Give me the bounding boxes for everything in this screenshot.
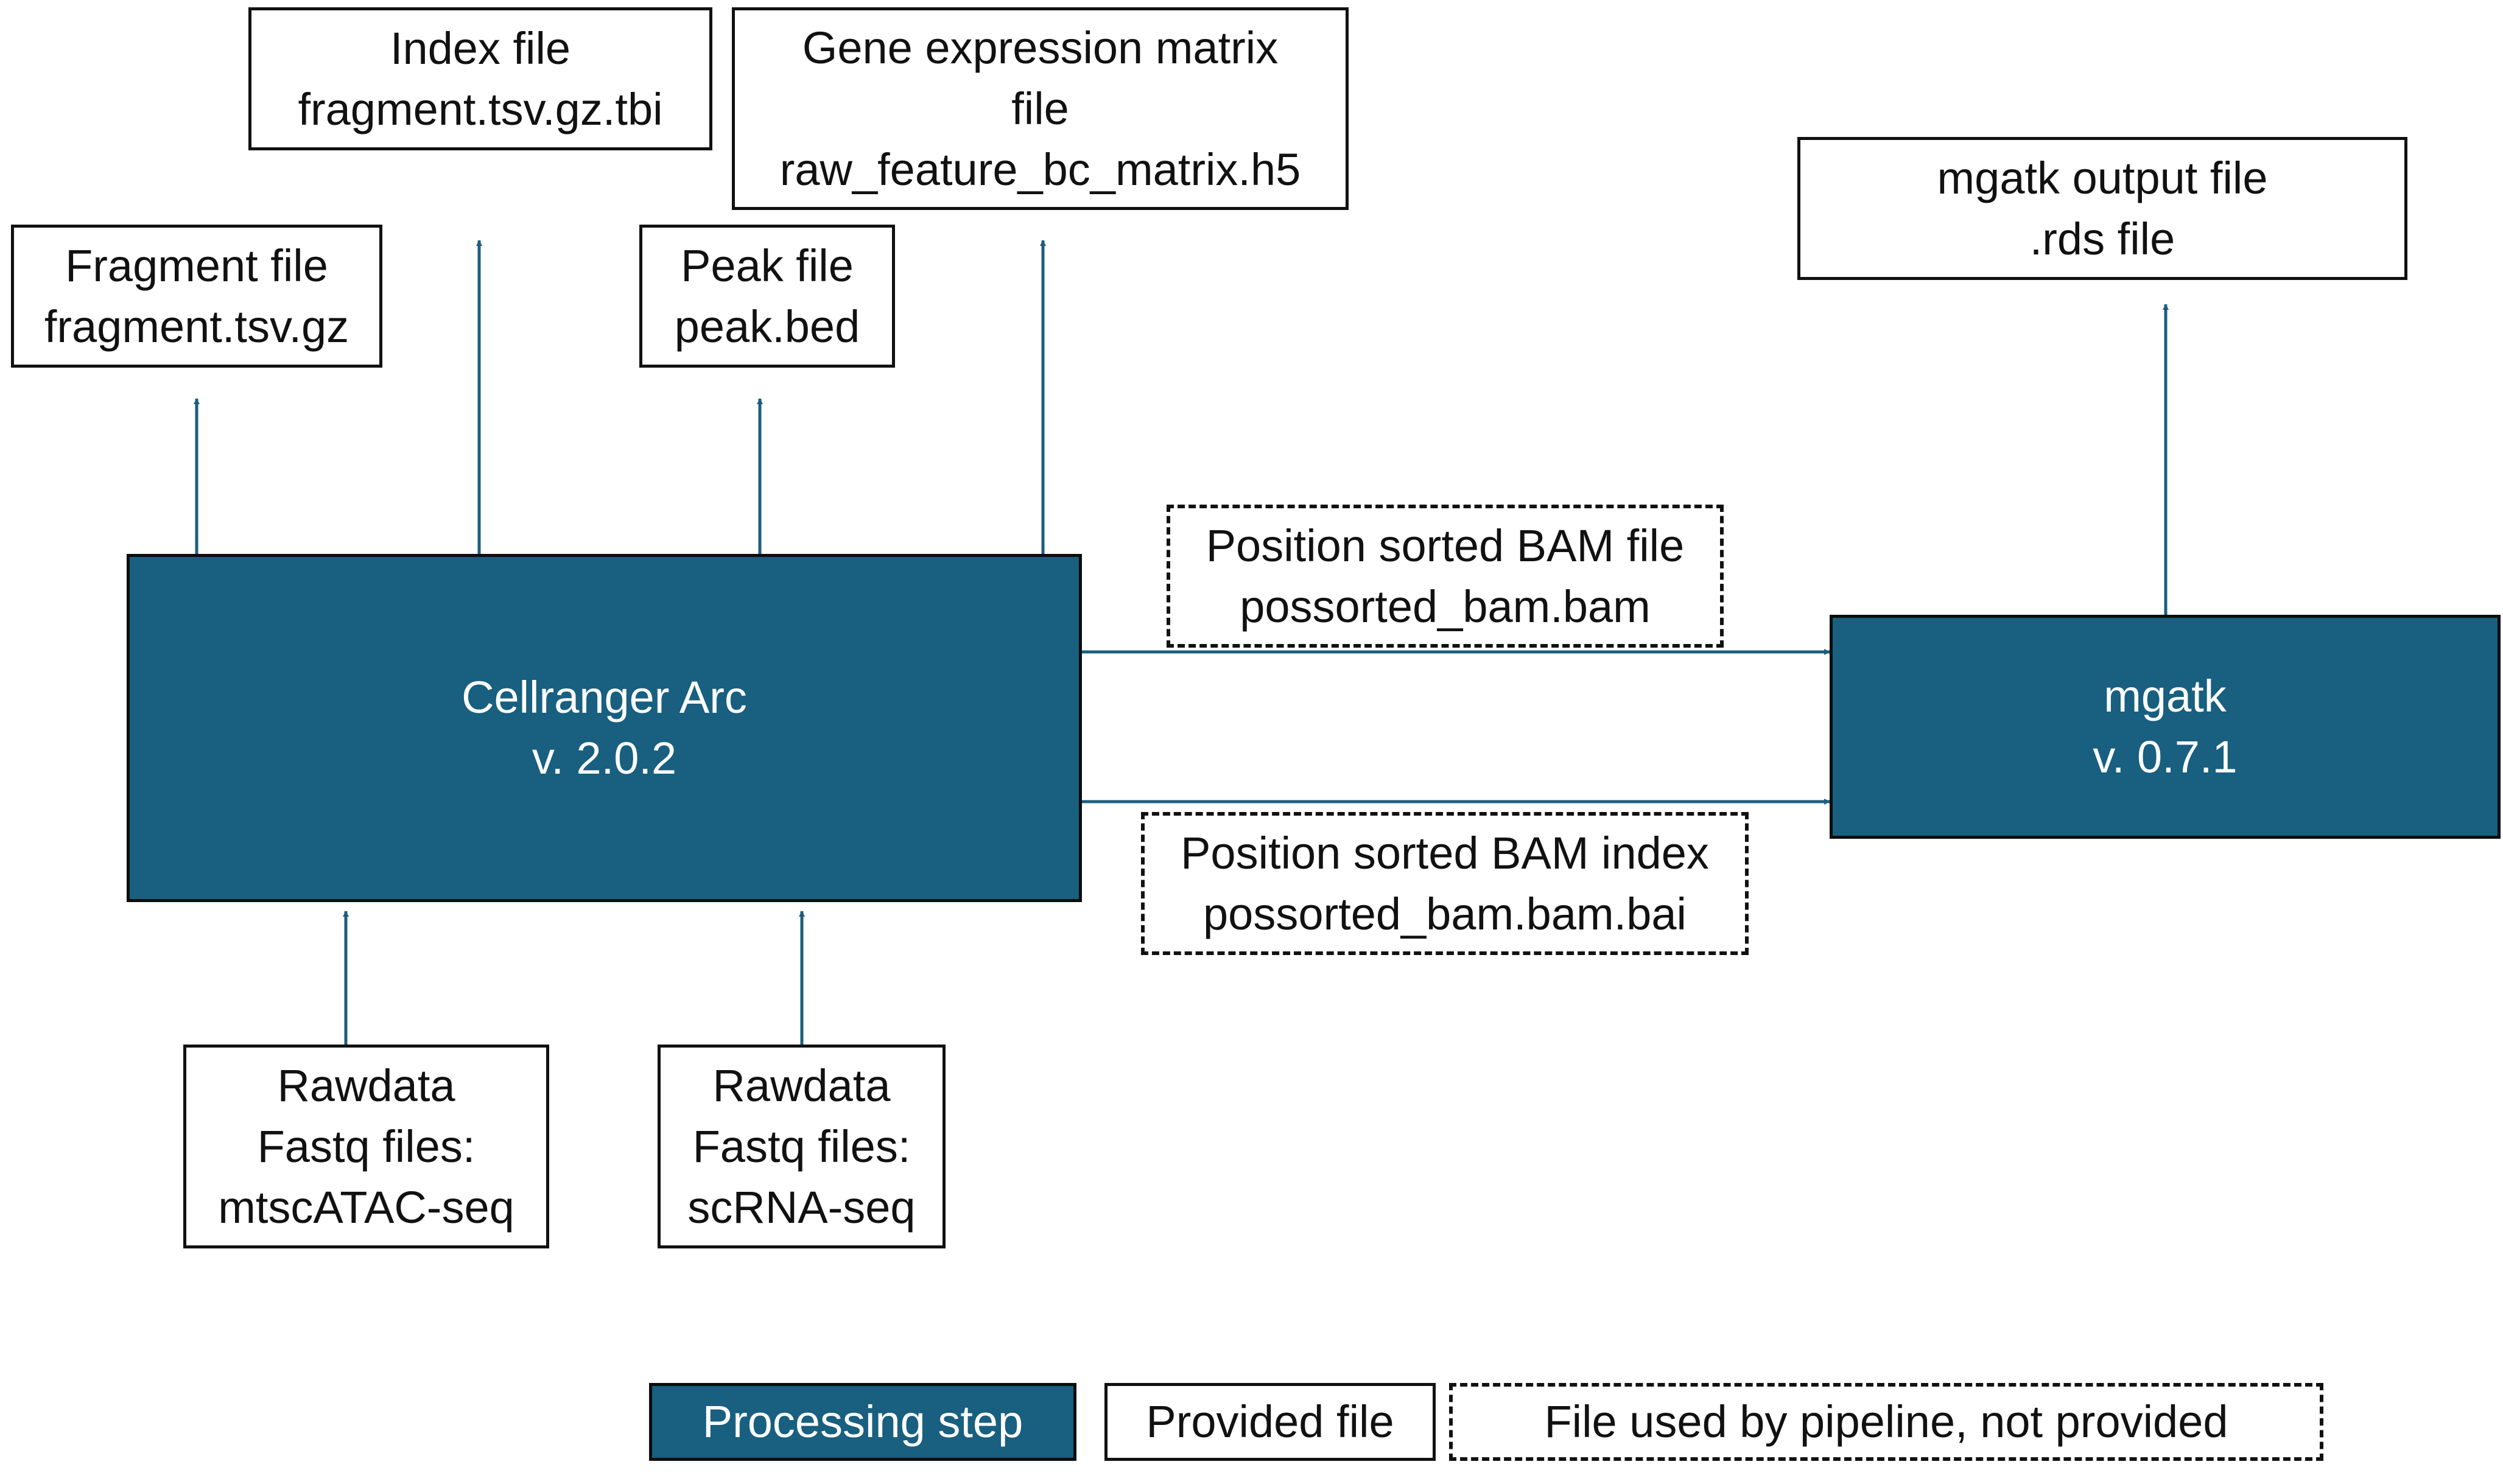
index-file-title: Index file [390,23,571,74]
gene-expression-box: Gene expression matrix file raw_feature_… [732,7,1349,210]
gene-expression-name: raw_feature_bc_matrix.h5 [779,144,1301,195]
peak-file-name: peak.bed [674,301,860,352]
bam-file-box: Position sorted BAM file possorted_bam.b… [1167,505,1724,648]
legend-provided-label: Provided file [1146,1396,1394,1447]
legend-not-provided: File used by pipeline, not provided [1449,1383,2323,1461]
bam-file-name: possorted_bam.bam [1240,581,1651,632]
legend-provided-file: Provided file [1104,1383,1436,1461]
legend-processing-step: Processing step [649,1383,1076,1461]
rawdata-atac-box: Rawdata Fastq files: mtscATAC-seq [183,1045,549,1248]
mgatk-version: v. 0.7.1 [2093,732,2238,782]
fragment-file-box: Fragment file fragment.tsv.gz [11,225,382,368]
bam-index-box: Position sorted BAM index possorted_bam.… [1141,812,1749,955]
rawdata-atac-type: mtscATAC-seq [218,1181,514,1233]
rawdata-atac-subtitle: Fastq files: [257,1121,476,1172]
bam-index-title: Position sorted BAM index [1181,827,1709,878]
index-file-name: fragment.tsv.gz.tbi [298,83,663,135]
cellranger-arc-step: Cellranger Arc v. 2.0.2 [127,554,1082,902]
cellranger-title: Cellranger Arc [462,672,747,723]
rawdata-rna-box: Rawdata Fastq files: scRNA-seq [658,1045,946,1248]
rawdata-atac-title: Rawdata [277,1060,455,1111]
bam-file-title: Position sorted BAM file [1206,520,1685,571]
mgatk-step: mgatk v. 0.7.1 [1830,615,2501,839]
mgatk-output-title: mgatk output file [1937,152,2268,203]
bam-index-name: possorted_bam.bam.bai [1203,888,1687,939]
mgatk-output-box: mgatk output file .rds file [1797,137,2407,280]
legend-not-provided-label: File used by pipeline, not provided [1544,1396,2228,1447]
rawdata-rna-subtitle: Fastq files: [692,1121,911,1172]
gene-expression-title: Gene expression matrix [802,22,1279,73]
cellranger-version: v. 2.0.2 [532,733,677,783]
mgatk-title: mgatk [2104,671,2227,721]
fragment-file-name: fragment.tsv.gz [44,301,349,352]
index-file-box: Index file fragment.tsv.gz.tbi [248,7,712,150]
rawdata-rna-title: Rawdata [712,1060,891,1111]
peak-file-title: Peak file [681,240,854,291]
gene-expression-title-2: file [1011,83,1069,134]
peak-file-box: Peak file peak.bed [639,225,895,368]
fragment-file-title: Fragment file [65,240,328,291]
mgatk-output-name: .rds file [2029,213,2175,264]
rawdata-rna-type: scRNA-seq [687,1181,916,1233]
legend-processing-label: Processing step [702,1396,1023,1447]
